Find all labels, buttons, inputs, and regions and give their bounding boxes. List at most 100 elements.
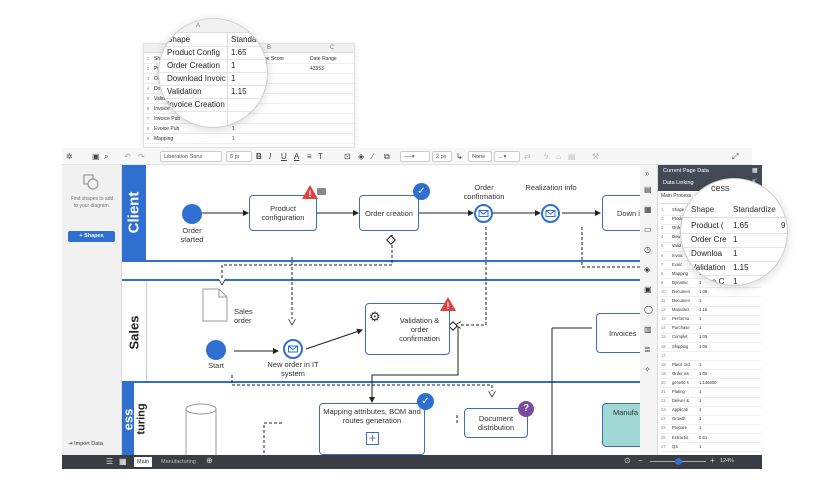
- data-cell-shape[interactable]: Deliver &: [672, 398, 689, 404]
- lock-icon[interactable]: ▤: [568, 152, 576, 161]
- swap-icon[interactable]: ⇄: [524, 152, 531, 161]
- arrow-start-select[interactable]: None: [468, 151, 492, 162]
- data-cell-shape[interactable]: Dynamic: [672, 279, 689, 285]
- cell-a[interactable]: Evoice Pub: [154, 126, 180, 132]
- zoom-level[interactable]: 124%: [720, 458, 735, 464]
- connector-icon[interactable]: ↳: [456, 152, 463, 161]
- page-icon[interactable]: ▤: [644, 185, 652, 194]
- stroke-width-select[interactable]: 2 px: [432, 151, 452, 162]
- list-view-icon[interactable]: ☰: [106, 457, 114, 466]
- zoom-slider-handle[interactable]: [675, 458, 682, 465]
- message-event-new-order[interactable]: [283, 339, 303, 359]
- comment-icon[interactable]: ◯: [644, 305, 653, 314]
- manufacturing-task[interactable]: Manufa: [602, 403, 640, 447]
- data-cell-shape[interactable]: Order iss: [672, 370, 689, 376]
- download-invoice-task[interactable]: Down inv: [602, 195, 640, 231]
- invoices-task[interactable]: Invoices: [596, 313, 640, 353]
- start-event-order[interactable]: [182, 204, 202, 224]
- data-cell-value[interactable]: 1: [699, 443, 702, 449]
- cell-a[interactable]: Mapping: [154, 136, 174, 142]
- document-distribution-task[interactable]: Document distribution: [464, 408, 528, 438]
- product-configuration-task[interactable]: Product configuration: [249, 195, 317, 231]
- line-color-icon[interactable]: ∕: [372, 152, 374, 161]
- data-cell-shape[interactable]: Shape: [672, 207, 685, 212]
- notes-icon[interactable]: ▣: [644, 285, 652, 294]
- style-icon[interactable]: ⧉: [384, 152, 390, 161]
- data-cell-shape[interactable]: Down: [672, 234, 683, 240]
- data-cell-shape[interactable]: Shipping: [672, 343, 689, 349]
- underline-button[interactable]: U: [281, 152, 287, 161]
- data-cell-shape[interactable]: Plating: [672, 389, 685, 394]
- italic-button[interactable]: I: [269, 152, 272, 161]
- data-cell-shape[interactable]: Place ord: [672, 361, 690, 367]
- data-cell-value[interactable]: 1: [699, 407, 702, 413]
- data-cell-shape[interactable]: Mapping: [672, 270, 689, 276]
- data-cell-value[interactable]: 1: [699, 325, 702, 331]
- collapse-icon[interactable]: »: [645, 169, 650, 178]
- group-icon[interactable]: ⌂: [556, 152, 561, 161]
- table-icon[interactable]: ▦: [752, 168, 758, 174]
- data-cell-value[interactable]: 1: [699, 316, 702, 322]
- data-cell-shape[interactable]: Product: [672, 216, 687, 222]
- data-cell-shape[interactable]: Performa: [672, 316, 690, 322]
- add-page-icon[interactable]: ⊕: [206, 456, 213, 465]
- bold-button[interactable]: B: [256, 152, 262, 161]
- data-cell-shape[interactable]: Manufact: [672, 307, 690, 313]
- data-cell-shape[interactable]: Evoic: [672, 261, 683, 267]
- import-data-button[interactable]: ⇥ Import Data: [64, 438, 120, 450]
- data-cell-value[interactable]: 0.61: [699, 434, 708, 440]
- tab-manufacturing[interactable]: Manufacturing: [161, 459, 196, 465]
- tab-main[interactable]: Main: [134, 457, 152, 467]
- data-cell-value[interactable]: 1.146600: [699, 379, 717, 385]
- cell-b[interactable]: 1: [232, 136, 235, 142]
- zoom-out-icon[interactable]: −: [638, 456, 643, 465]
- data-cell-shape[interactable]: QS: [672, 443, 679, 449]
- data-cell-shape[interactable]: Order: [672, 225, 683, 231]
- data-icon[interactable]: ▦: [644, 205, 652, 214]
- data-cell-value[interactable]: 1: [699, 298, 702, 303]
- message-event-order-confirmation[interactable]: [474, 204, 493, 223]
- cell-c[interactable]: Date Range: [310, 56, 337, 62]
- image-icon[interactable]: ▣: [92, 152, 100, 161]
- history-icon[interactable]: ◷: [644, 245, 651, 254]
- redo-icon[interactable]: ↷: [138, 152, 145, 161]
- data-cell-value[interactable]: 1.15: [699, 307, 708, 313]
- data-cell-shape[interactable]: Valid: [672, 243, 682, 249]
- data-cell-shape[interactable]: Documen: [672, 298, 690, 303]
- font-select[interactable]: Liberation Sans: [160, 151, 222, 162]
- line-style-select[interactable]: ──▾: [400, 151, 430, 162]
- data-cell-value[interactable]: 1.06: [699, 288, 708, 294]
- grid-view-icon[interactable]: ▦: [119, 457, 127, 466]
- wrench-icon[interactable]: ⚒: [592, 152, 600, 161]
- stack-icon[interactable]: ≣: [644, 345, 651, 354]
- data-cell-value[interactable]: 1: [699, 279, 702, 285]
- fullscreen-icon[interactable]: ⤢: [732, 152, 739, 161]
- lightning-icon[interactable]: ϟ: [544, 152, 549, 161]
- data-cell-value[interactable]: 1: [699, 361, 702, 367]
- shape-icon[interactable]: ⊡: [344, 152, 351, 161]
- text-color-button[interactable]: A: [294, 152, 300, 161]
- data-cell-shape[interactable]: Extractio: [672, 434, 689, 440]
- data-cell-shape[interactable]: Invoic: [672, 252, 683, 258]
- zoom-in-icon[interactable]: +: [710, 456, 715, 465]
- data-cell-shape[interactable]: genetic s: [672, 379, 689, 385]
- align-icon[interactable]: ≡: [307, 152, 312, 161]
- message-event-realization-info[interactable]: [541, 204, 560, 223]
- data-cell-value[interactable]: 1: [699, 398, 702, 404]
- start-event[interactable]: [206, 340, 226, 360]
- data-cell-value[interactable]: 1.06: [699, 343, 708, 349]
- data-cell-shape[interactable]: Complet: [672, 334, 688, 340]
- text-style-icon[interactable]: T: [318, 152, 323, 161]
- font-size-select[interactable]: 8 pt: [226, 151, 252, 162]
- subprocess-expand-icon[interactable]: +: [366, 432, 379, 445]
- magic-icon[interactable]: ✧: [644, 365, 651, 374]
- fill-icon[interactable]: ◈: [358, 152, 365, 161]
- main-process-tab[interactable]: Main Process: [661, 193, 692, 199]
- data-cell-shape[interactable]: Documen: [672, 288, 690, 294]
- data-cell-shape[interactable]: Purchase: [672, 325, 690, 331]
- data-cell-value[interactable]: 1: [699, 389, 702, 394]
- present-icon[interactable]: ▭: [644, 225, 652, 234]
- quiz-icon[interactable]: ▥: [644, 325, 652, 334]
- data-cell-value[interactable]: 1: [699, 416, 702, 422]
- cell-b[interactable]: 1: [232, 126, 235, 132]
